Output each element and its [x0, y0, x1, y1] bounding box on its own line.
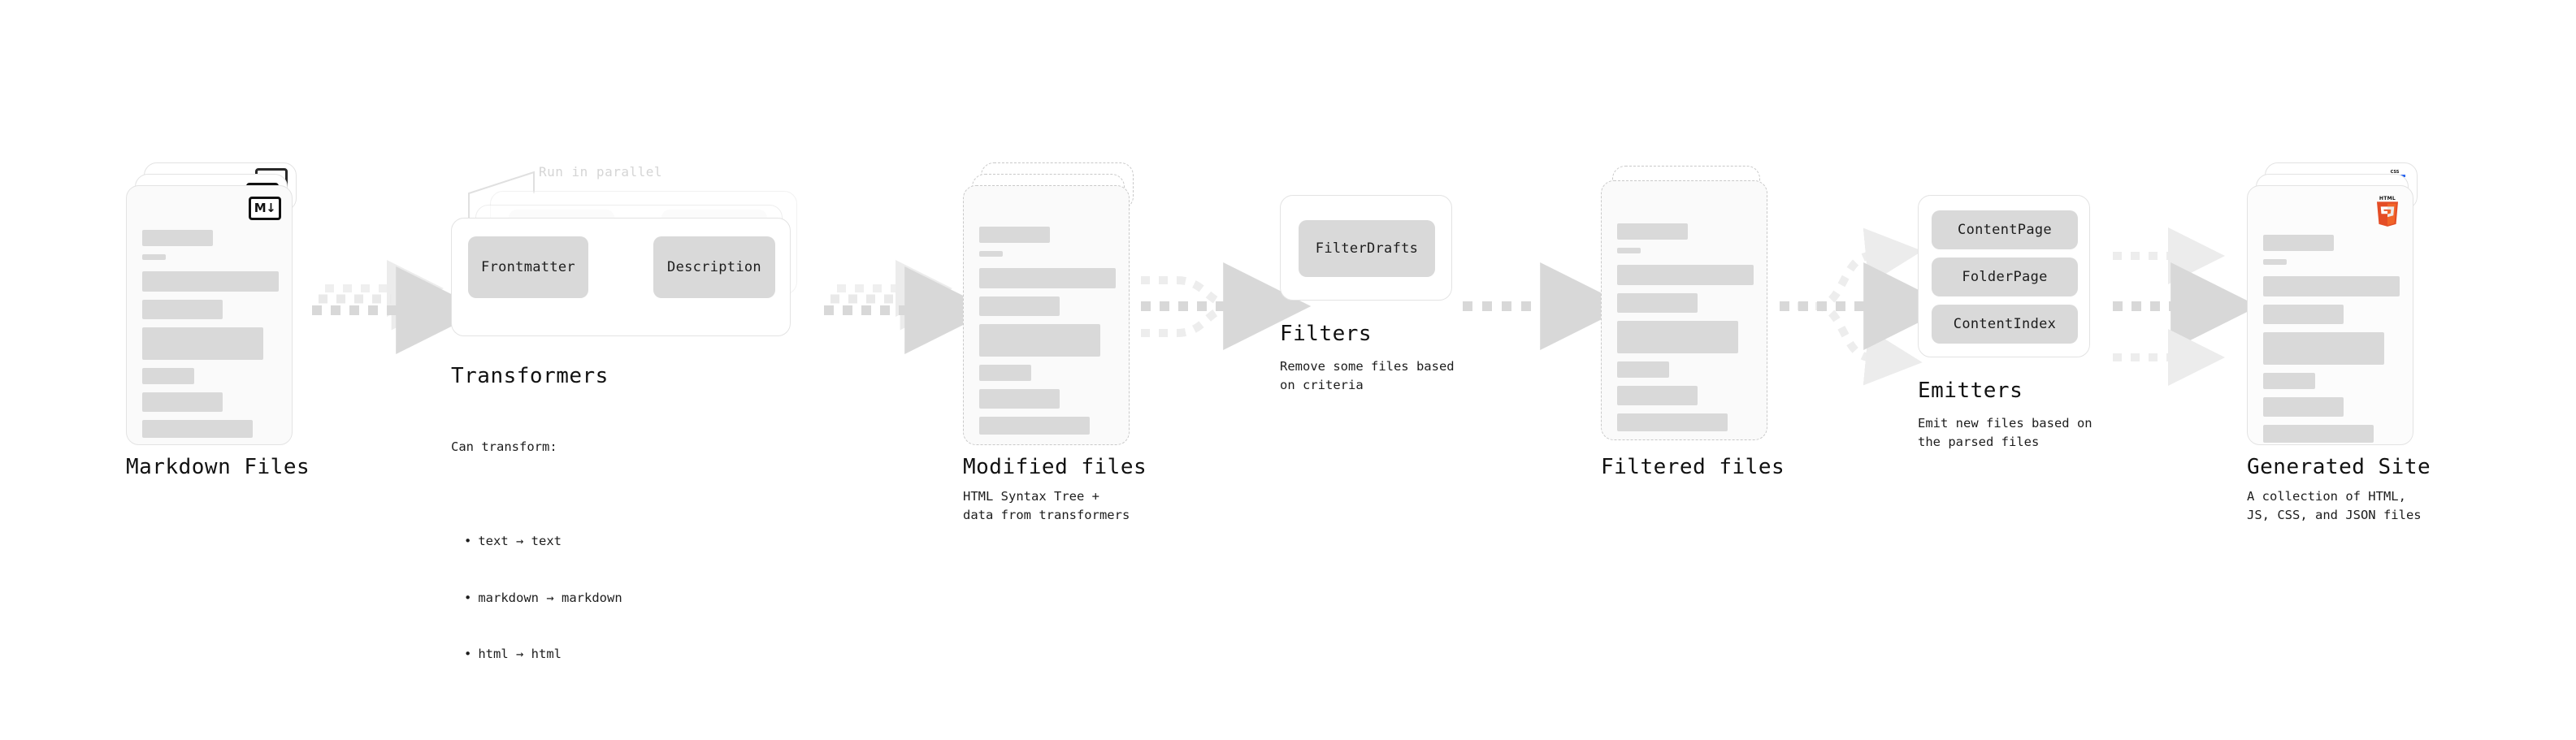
- skeleton-bar: [979, 227, 1051, 243]
- transformer-group-front: Frontmatter Description: [451, 218, 791, 336]
- run-in-parallel-note: Run in parallel: [539, 164, 662, 180]
- transform-list: text → text markdown → markdown html → h…: [451, 494, 622, 702]
- svg-text:HTML: HTML: [2379, 196, 2396, 201]
- skeleton-bar: [142, 368, 194, 384]
- stage-title: Transformers: [451, 364, 609, 388]
- stage-subtitle: Can transform: text → text markdown → ma…: [451, 400, 622, 740]
- skeleton-bar: [2263, 276, 2400, 296]
- file-card-html: HTML: [2247, 185, 2413, 445]
- list-item: markdown → markdown: [464, 589, 622, 608]
- skeleton-bar: [2263, 373, 2315, 389]
- emitters-group: ContentPage FolderPage ContentIndex: [1918, 195, 2090, 357]
- transform-heading: Can transform:: [451, 439, 557, 454]
- skeleton-bar: [979, 268, 1116, 288]
- skeleton-bar: [2263, 305, 2344, 324]
- skeleton-bar: [1617, 361, 1669, 378]
- stage-markdown-files: M↓ M↓ M↓ Markdown Files: [126, 162, 337, 504]
- stage-title: Filters: [1280, 322, 1373, 346]
- skeleton-bar: [979, 324, 1101, 357]
- stage-title: Markdown Files: [126, 455, 310, 479]
- chip-contentindex[interactable]: ContentIndex: [1932, 305, 2078, 344]
- stage-subtitle: Emit new files based on the parsed files: [1918, 416, 2092, 450]
- stage-title: Filtered files: [1601, 455, 1785, 479]
- chip-contentpage[interactable]: ContentPage: [1932, 210, 2078, 249]
- skeleton-bar: [2263, 425, 2374, 443]
- skeleton-bar: [979, 389, 1060, 409]
- skeleton-bar: [2263, 259, 2287, 265]
- stage-emitters: ContentPage FolderPage ContentIndex Emit…: [1918, 195, 2178, 520]
- file-card-front: [963, 185, 1130, 445]
- file-skeleton-content: [1617, 223, 1754, 439]
- stage-modified-files: Modified files HTML Syntax Tree + data f…: [963, 162, 1190, 522]
- skeleton-bar: [1617, 293, 1698, 313]
- skeleton-bar: [1617, 248, 1641, 253]
- file-skeleton-content: [142, 230, 279, 446]
- list-item: text → text: [464, 532, 622, 551]
- skeleton-bar: [142, 327, 264, 360]
- skeleton-bar: [1617, 321, 1739, 353]
- list-item: html → html: [464, 645, 622, 664]
- html5-icon: HTML: [2376, 196, 2399, 227]
- file-skeleton-content: [979, 227, 1116, 443]
- skeleton-bar: [979, 365, 1031, 381]
- css-icon-label: CSS: [2390, 170, 2400, 175]
- skeleton-bar: [142, 254, 166, 260]
- stage-transformers: Run in parallel Frontmatter Description …: [451, 162, 874, 661]
- skeleton-bar: [2263, 397, 2344, 417]
- chip-description[interactable]: Description: [653, 236, 775, 298]
- stage-subtitle: HTML Syntax Tree + data from transformer…: [963, 489, 1130, 523]
- skeleton-bar: [1617, 413, 1728, 431]
- file-card-front: M↓: [126, 185, 293, 445]
- chip-folderpage[interactable]: FolderPage: [1932, 257, 2078, 296]
- stage-generated-site: CSS HTML: [2247, 162, 2507, 522]
- skeleton-bar: [142, 271, 279, 292]
- skeleton-bar: [2263, 332, 2385, 365]
- skeleton-bar: [142, 300, 223, 319]
- skeleton-bar: [142, 420, 253, 438]
- stage-subtitle: A collection of HTML, JS, CSS, and JSON …: [2247, 489, 2422, 523]
- skeleton-bar: [979, 296, 1060, 316]
- stage-title: Modified files: [963, 455, 1147, 479]
- filters-group: FilterDrafts: [1280, 195, 1452, 301]
- stage-filtered-files: Filtered files: [1601, 162, 1828, 504]
- skeleton-bar: [1617, 386, 1698, 405]
- skeleton-bar: [1617, 265, 1754, 285]
- skeleton-bar: [979, 251, 1003, 257]
- markdown-icon: M↓: [249, 197, 281, 220]
- skeleton-bar: [142, 230, 214, 246]
- stage-title: Generated Site: [2247, 455, 2431, 479]
- file-skeleton-content: [2263, 235, 2400, 451]
- skeleton-bar: [979, 417, 1090, 435]
- stage-subtitle: Remove some files based on criteria: [1280, 359, 1455, 393]
- skeleton-bar: [1617, 223, 1689, 240]
- skeleton-bar: [2263, 235, 2335, 251]
- skeleton-bar: [142, 392, 223, 412]
- file-card-front: [1601, 180, 1767, 440]
- chip-frontmatter[interactable]: Frontmatter: [468, 236, 588, 298]
- stage-title: Emitters: [1918, 379, 2023, 403]
- chip-filterdrafts[interactable]: FilterDrafts: [1299, 220, 1435, 277]
- stage-filters: FilterDrafts Filters Remove some files b…: [1280, 195, 1524, 520]
